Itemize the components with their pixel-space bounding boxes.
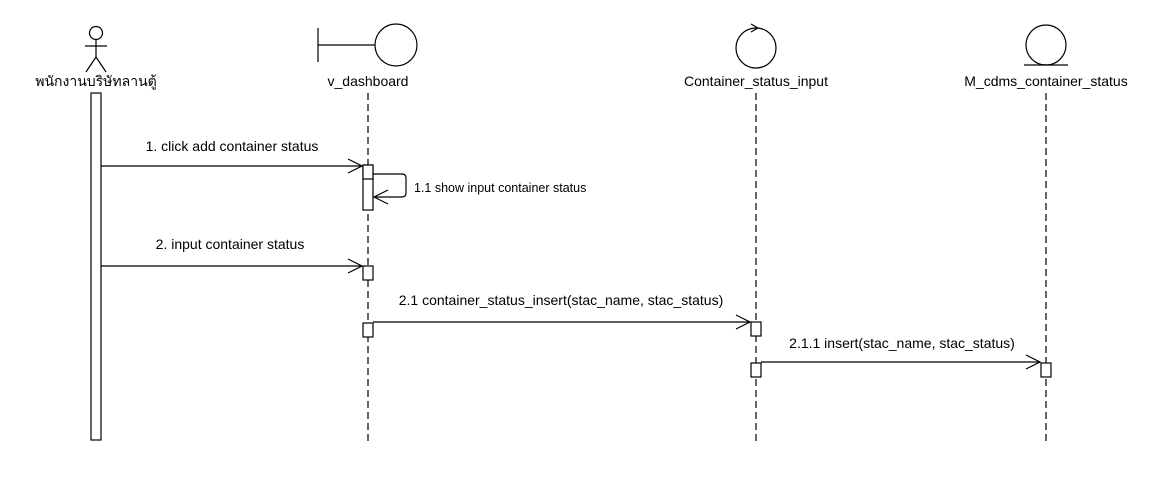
open-arrowhead-icon <box>347 158 364 174</box>
actor-participant: พนักงานบริษัทลานตู้ <box>35 25 157 90</box>
entity-icon <box>1024 24 1068 66</box>
boundary-activation-box <box>362 322 374 338</box>
message-2-1: 2.1 container_status_insert(stac_name, s… <box>373 292 752 330</box>
entity-label: M_cdms_container_status <box>964 73 1127 89</box>
open-arrowhead-icon <box>347 258 364 274</box>
boundary-label: v_dashboard <box>328 73 409 89</box>
message-2: 2. input container status <box>101 236 364 274</box>
actor-stick-figure-icon <box>85 25 107 73</box>
message-2-1-1: 2.1.1 insert(stac_name, stac_status) <box>761 335 1042 370</box>
message-label: 2. input container status <box>156 236 305 252</box>
actor-label: พนักงานบริษัทลานตู้ <box>35 73 157 90</box>
control-activation-box <box>750 321 762 337</box>
open-arrowhead-icon <box>735 314 752 330</box>
control-icon <box>735 23 777 69</box>
control-label: Container_status_input <box>684 73 828 89</box>
boundary-icon <box>317 23 418 67</box>
message-1: 1. click add container status <box>101 138 364 174</box>
message-label: 2.1 container_status_insert(stac_name, s… <box>399 292 724 308</box>
message-label: 1. click add container status <box>146 138 319 154</box>
self-message-arrow <box>373 173 407 198</box>
boundary-activation-box <box>362 265 374 281</box>
control-participant: Container_status_input <box>684 23 828 89</box>
entity-participant: M_cdms_container_status <box>964 24 1128 89</box>
control-activation-box <box>750 362 762 378</box>
message-label: 1.1 show input container status <box>414 181 586 195</box>
message-label: 2.1.1 insert(stac_name, stac_status) <box>789 335 1015 351</box>
open-arrowhead-icon <box>372 189 389 205</box>
open-arrowhead-icon <box>1025 354 1042 370</box>
message-1-1: 1.1 show input container status <box>372 173 586 205</box>
boundary-activation-box <box>362 164 374 180</box>
entity-activation-box <box>1040 362 1052 378</box>
boundary-participant: v_dashboard <box>317 23 418 89</box>
actor-activation-bar <box>90 92 102 441</box>
